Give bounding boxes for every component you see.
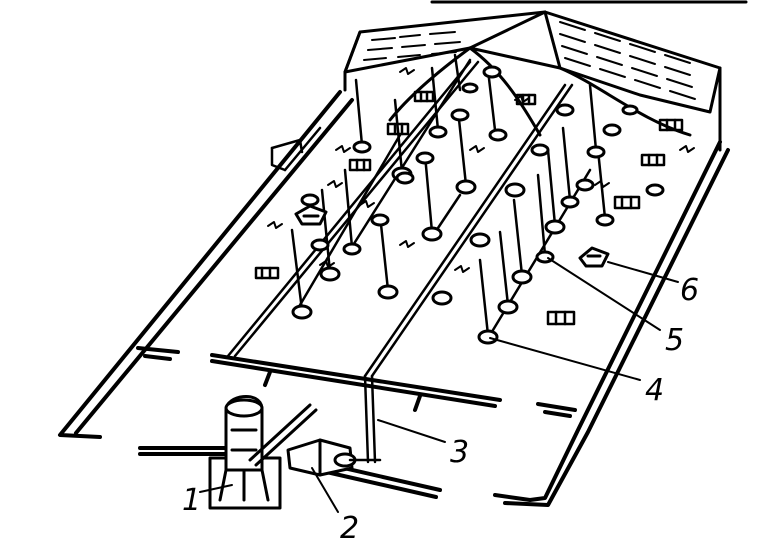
feed-hopper	[286, 438, 357, 477]
callout-4: 4	[645, 373, 664, 408]
heater-units	[294, 204, 610, 268]
callout-5: 5	[665, 323, 684, 358]
drinkers	[254, 90, 684, 326]
callout-1: 1	[182, 483, 201, 518]
round-feeders	[291, 65, 665, 345]
feeder-rods	[290, 53, 607, 337]
vent-marks	[267, 67, 695, 273]
roof-panels	[363, 21, 696, 100]
feed-lines	[226, 58, 592, 378]
leader-lines	[199, 257, 679, 513]
callout-3: 3	[450, 435, 469, 470]
callout-2: 2	[340, 511, 359, 546]
vertical-conveyor	[348, 374, 382, 464]
callout-6: 6	[680, 273, 699, 308]
cross-beam	[210, 353, 502, 412]
feed-silo	[208, 394, 318, 510]
side-gantry	[270, 126, 322, 172]
